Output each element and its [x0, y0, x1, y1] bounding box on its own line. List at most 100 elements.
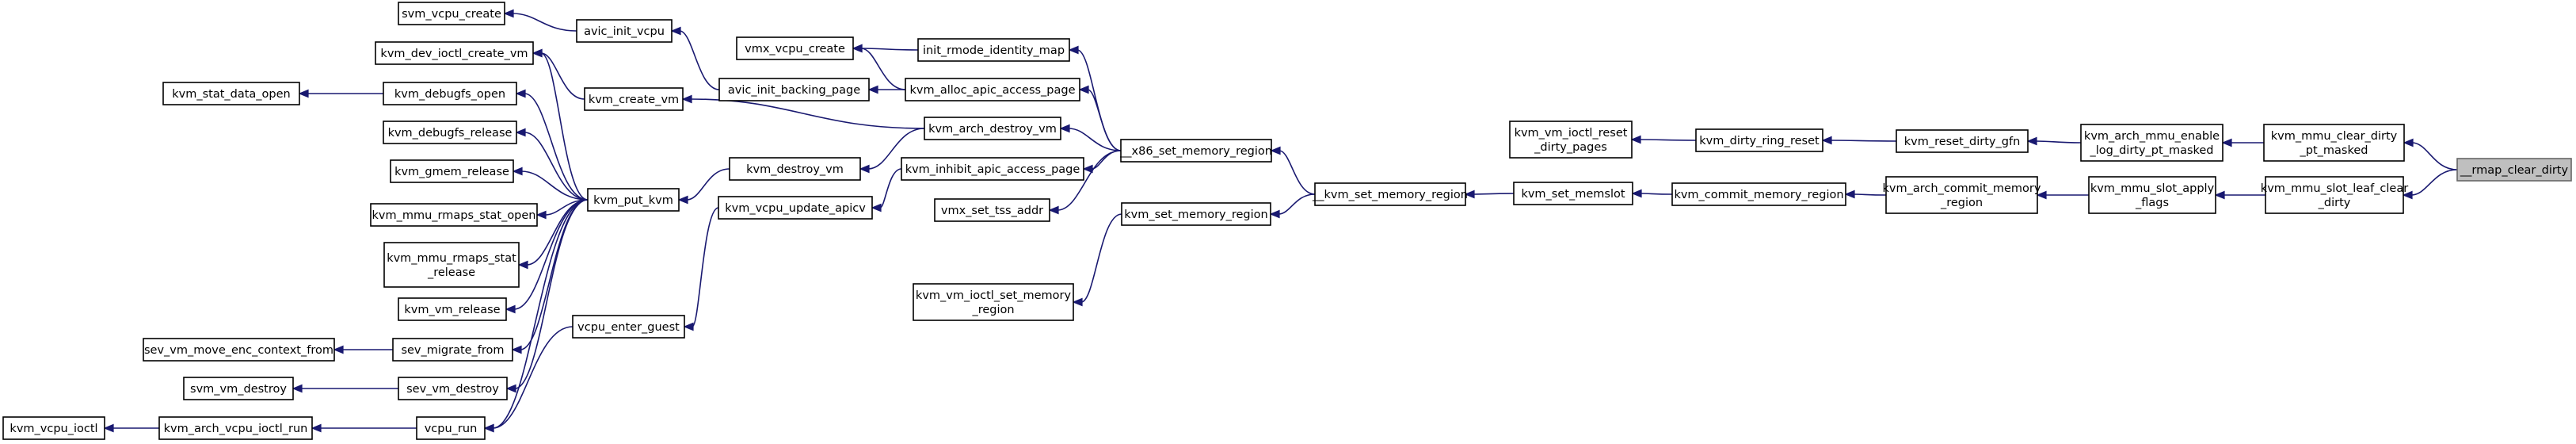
- node-label: avic_init_vcpu: [584, 25, 665, 38]
- arrowhead-icon: [1269, 209, 1280, 219]
- function-node[interactable]: kvm_set_memslot: [1513, 182, 1633, 205]
- function-node[interactable]: sev_vm_destroy: [398, 377, 508, 400]
- function-node[interactable]: avic_init_vcpu: [576, 19, 673, 43]
- function-node[interactable]: kvm_create_vm: [584, 87, 684, 111]
- function-node[interactable]: svm_vm_destroy: [183, 377, 294, 400]
- call-edge: [532, 48, 589, 201]
- function-node[interactable]: kvm_mmu_rmaps_stat_open: [370, 203, 538, 227]
- function-node[interactable]: kvm_destroy_vm: [729, 157, 861, 181]
- function-node[interactable]: kvm_inhibit_apic_access_page: [901, 157, 1084, 181]
- node-label: kvm_vcpu_ioctl: [10, 423, 97, 435]
- function-node[interactable]: __x86_set_memory_region: [1119, 139, 1272, 163]
- function-node[interactable]: kvm_gmem_release: [390, 159, 514, 183]
- node-box: [383, 121, 517, 144]
- arrowhead-icon: [2402, 190, 2413, 200]
- function-node[interactable]: kvm_mmu_clear_dirty_pt_masked: [2263, 124, 2405, 162]
- arrowhead-icon: [1082, 164, 1093, 174]
- arrowhead-icon: [1072, 297, 1083, 307]
- function-node[interactable]: init_rmode_identity_map: [917, 38, 1070, 62]
- function-node[interactable]: kvm_stat_data_open: [162, 82, 300, 105]
- function-node[interactable]: kvm_vm_release: [398, 297, 507, 321]
- edge-line: [2411, 142, 2458, 170]
- function-node[interactable]: kvm_debugfs_open: [383, 82, 517, 105]
- node-label: vmx_set_tss_addr: [941, 205, 1043, 217]
- node-label: _region: [1940, 197, 1983, 209]
- node-label: svm_vcpu_create: [402, 8, 501, 21]
- node-label: kvm_dirty_ring_reset: [1699, 135, 1820, 147]
- function-node[interactable]: kvm_dirty_ring_reset: [1695, 128, 1823, 152]
- arrowhead-icon: [1844, 189, 1855, 199]
- function-node[interactable]: __rmap_clear_dirty: [2456, 158, 2572, 182]
- node-label: kvm_mmu_rmaps_stat: [387, 252, 516, 265]
- function-node[interactable]: kvm_commit_memory_region: [1671, 182, 1846, 206]
- node-label: kvm_put_kvm: [593, 194, 673, 207]
- edge-line: [1057, 150, 1122, 211]
- function-node[interactable]: kvm_arch_destroy_vm: [924, 117, 1061, 140]
- node-label: avic_init_backing_page: [728, 84, 860, 97]
- function-node[interactable]: vcpu_enter_guest: [572, 315, 685, 339]
- function-node[interactable]: kvm_arch_vcpu_ioctl_run: [158, 416, 313, 440]
- function-node[interactable]: kvm_mmu_slot_leaf_clear_dirty: [2261, 176, 2408, 214]
- call-edge: [867, 85, 905, 94]
- function-node[interactable]: svm_vcpu_create: [398, 2, 505, 25]
- function-node[interactable]: sev_migrate_from: [392, 338, 513, 362]
- function-node[interactable]: __kvm_set_memory_region: [1312, 182, 1468, 206]
- edge-line: [513, 199, 589, 310]
- function-node[interactable]: kvm_dev_ioctl_create_vm: [375, 41, 534, 65]
- function-node[interactable]: sev_vm_move_enc_context_from: [143, 338, 335, 362]
- edge-line: [679, 30, 720, 90]
- function-node[interactable]: kvm_arch_commit_memory_region: [1883, 176, 2041, 214]
- function-node[interactable]: kvm_vcpu_update_apicv: [718, 196, 873, 220]
- arrowhead-icon: [683, 322, 694, 331]
- function-node[interactable]: kvm_set_memory_region: [1121, 202, 1271, 226]
- node-box: [416, 416, 486, 440]
- function-node[interactable]: vmx_set_tss_addr: [934, 198, 1050, 222]
- node-box: [392, 338, 513, 362]
- call-edge: [1631, 189, 1673, 198]
- arrowhead-icon: [333, 345, 344, 354]
- edge-line: [1853, 193, 1887, 196]
- function-node[interactable]: kvm_put_kvm: [587, 188, 680, 212]
- function-node[interactable]: kvm_vm_ioctl_reset_dirty_pages: [1509, 121, 1633, 159]
- function-node[interactable]: kvm_vcpu_ioctl: [2, 416, 105, 440]
- function-node[interactable]: kvm_debugfs_release: [383, 121, 517, 144]
- arrowhead-icon: [1048, 205, 1059, 215]
- node-box: [1314, 182, 1466, 206]
- node-label: kvm_vm_ioctl_set_memory: [916, 289, 1072, 302]
- call-edge: [515, 89, 589, 201]
- node-label: kvm_vcpu_update_apicv: [725, 202, 866, 215]
- function-node[interactable]: avic_init_backing_page: [718, 78, 870, 101]
- node-label: _flags: [2135, 197, 2169, 209]
- node-label: kvm_reset_dirty_gfn: [1904, 136, 2021, 148]
- arrowhead-icon: [867, 85, 878, 94]
- call-edge: [2214, 190, 2266, 200]
- node-label: vcpu_enter_guest: [577, 321, 680, 334]
- function-node[interactable]: kvm_reset_dirty_gfn: [1896, 129, 2029, 153]
- function-node[interactable]: kvm_mmu_rmaps_stat_release: [383, 242, 520, 288]
- function-node[interactable]: vmx_vcpu_create: [736, 36, 854, 60]
- function-node[interactable]: vcpu_run: [416, 416, 486, 440]
- arrowhead-icon: [515, 128, 526, 137]
- node-box: [383, 242, 520, 288]
- function-node[interactable]: kvm_arch_mmu_enable_log_dirty_pt_masked: [2080, 124, 2224, 162]
- edge-line: [492, 199, 589, 429]
- arrowhead-icon: [483, 423, 494, 433]
- node-box: [2265, 176, 2404, 214]
- edge-line: [524, 132, 589, 201]
- function-node[interactable]: kvm_vm_ioctl_set_memory_region: [913, 283, 1074, 321]
- node-box: [1509, 121, 1633, 159]
- node-label: sev_vm_move_enc_context_from: [144, 344, 333, 357]
- arrowhead-icon: [511, 345, 522, 354]
- node-label: kvm_dev_ioctl_create_vm: [380, 48, 528, 60]
- call-edge: [292, 384, 398, 393]
- call-edge: [311, 423, 417, 433]
- function-node[interactable]: kvm_alloc_apic_access_page: [905, 78, 1080, 101]
- function-node[interactable]: kvm_mmu_slot_apply_flags: [2088, 176, 2216, 214]
- node-box: [143, 338, 335, 362]
- call-edge: [515, 128, 589, 201]
- arrowhead-icon: [103, 423, 114, 433]
- node-label: kvm_gmem_release: [394, 166, 509, 178]
- arrowhead-icon: [670, 26, 681, 36]
- arrowhead-icon: [311, 423, 322, 433]
- node-label: kvm_stat_data_open: [172, 88, 291, 101]
